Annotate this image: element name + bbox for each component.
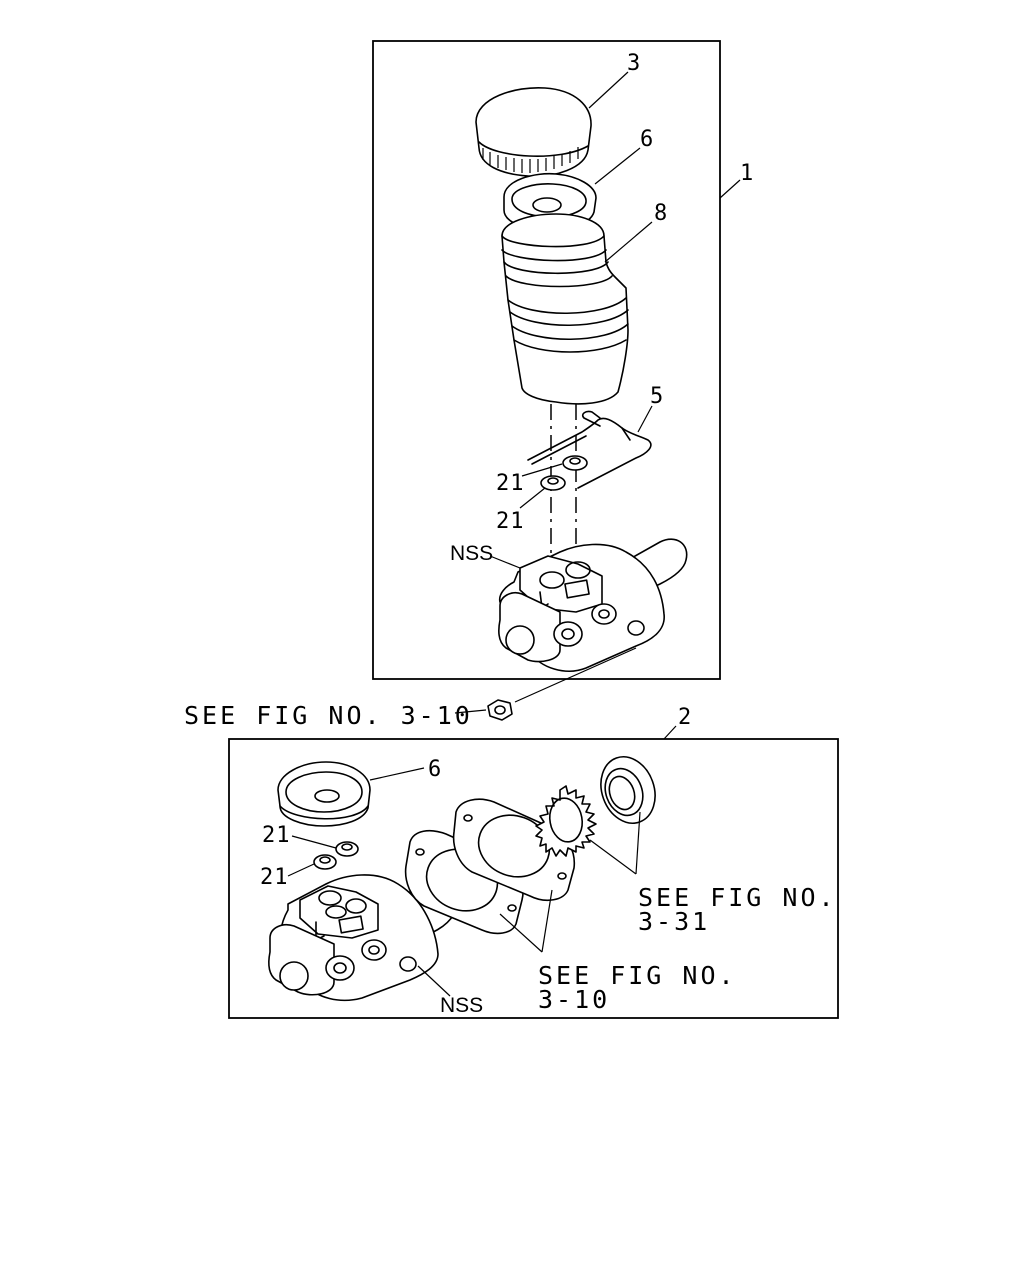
callout-6b: 6 (428, 757, 442, 782)
assembly-2-frame (228, 738, 839, 1019)
grommet-upper (562, 455, 588, 471)
callout-1: 1 (740, 161, 754, 186)
callout-21-upper: 21 (496, 471, 525, 496)
callout-2: 2 (678, 705, 692, 730)
leader-6b (369, 767, 425, 781)
callout-3: 3 (627, 51, 641, 76)
gasket-reference-line1: SEE FIG NO. (538, 961, 737, 990)
reservoir-cap (475, 87, 592, 178)
leaders-assembly-1 (489, 71, 741, 569)
reservoir-body (501, 213, 629, 405)
snap-ring (535, 785, 597, 857)
seal-reference-line2: 3-31 (638, 907, 710, 936)
leader-2 (663, 725, 677, 740)
callout-21d: 21 (260, 865, 289, 890)
nut (487, 699, 513, 721)
nut-reference-label: SEE FIG NO. 3-10 (184, 701, 473, 730)
retaining-pin (527, 410, 652, 489)
nut-to-body-leader (514, 647, 637, 703)
master-cylinder-body-1 (498, 538, 688, 672)
seal-reference-line1: SEE FIG NO. (638, 883, 837, 912)
leader-nss-2 (417, 965, 451, 997)
grommet-2-upper (335, 841, 359, 857)
leader-21d (287, 863, 315, 877)
grommet-2-lower (313, 854, 337, 870)
gasket-reference-line2: 3-10 (538, 985, 610, 1014)
oil-seal (600, 756, 656, 824)
reservoir-seal-2 (277, 761, 371, 827)
callout-nss-2: NSS (440, 994, 483, 1017)
nut-reference-leader (454, 709, 487, 714)
callout-8: 8 (654, 201, 668, 226)
assembly-1-frame (372, 40, 721, 680)
leader-21c (291, 835, 337, 849)
callout-5: 5 (650, 384, 664, 409)
callout-6: 6 (640, 127, 654, 152)
callout-nss-1: NSS (450, 542, 493, 565)
leaders-assembly-2-refs (499, 811, 641, 953)
grommet-lower (540, 475, 566, 491)
callout-21-lower: 21 (496, 509, 525, 534)
callout-21c: 21 (262, 823, 291, 848)
